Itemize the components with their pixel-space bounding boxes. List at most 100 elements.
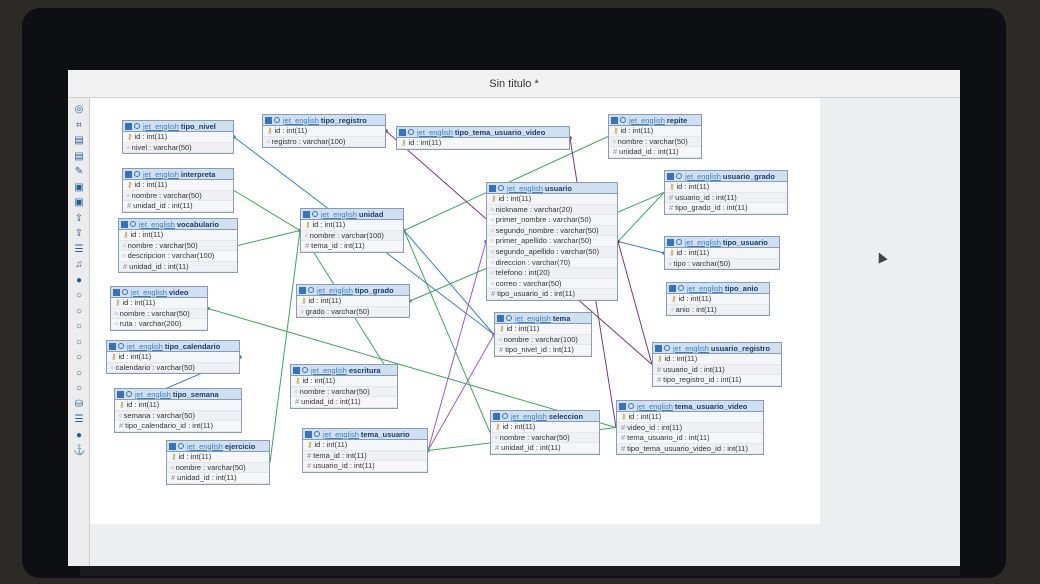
checkbox-icon[interactable] bbox=[121, 220, 128, 228]
checkbox-icon[interactable] bbox=[109, 342, 116, 350]
checkbox-icon[interactable] bbox=[667, 238, 674, 246]
view-icon[interactable] bbox=[134, 171, 140, 177]
circle-icon[interactable]: ○ bbox=[75, 383, 83, 394]
view-icon[interactable] bbox=[506, 315, 512, 321]
checkbox-icon[interactable] bbox=[265, 116, 272, 124]
view-icon[interactable] bbox=[118, 343, 124, 349]
circle-icon[interactable]: ○ bbox=[75, 336, 83, 348]
db-name[interactable]: jet_english bbox=[143, 169, 179, 179]
view-icon[interactable] bbox=[676, 173, 682, 179]
checkbox-icon[interactable] bbox=[113, 288, 120, 296]
checkbox-icon[interactable] bbox=[125, 170, 132, 178]
checkbox-icon[interactable] bbox=[489, 184, 496, 192]
checkbox-icon[interactable] bbox=[305, 430, 312, 438]
list-icon[interactable]: ☰ bbox=[74, 414, 84, 425]
view-icon[interactable] bbox=[664, 345, 670, 351]
db-name[interactable]: jet_english bbox=[321, 209, 357, 219]
db-name[interactable]: jet_english bbox=[135, 389, 171, 399]
db-name[interactable]: jet_english bbox=[629, 115, 665, 125]
view-icon[interactable] bbox=[498, 185, 504, 191]
table-icon[interactable]: ▤ bbox=[74, 135, 84, 146]
view-icon[interactable] bbox=[302, 367, 308, 373]
view-icon[interactable] bbox=[122, 289, 128, 295]
db-name[interactable]: jet_english bbox=[317, 285, 353, 295]
view-icon[interactable] bbox=[312, 211, 318, 217]
music-icon[interactable]: ♫ bbox=[75, 259, 83, 270]
edit-icon[interactable]: ✎ bbox=[74, 166, 84, 177]
export-icon[interactable]: ⇪ bbox=[74, 228, 84, 239]
view-icon[interactable] bbox=[274, 117, 280, 123]
db-name[interactable]: jet_english bbox=[507, 183, 543, 193]
circle-icon[interactable]: ○ bbox=[75, 321, 83, 332]
view-icon[interactable] bbox=[126, 391, 132, 397]
save-icon[interactable]: ▣ bbox=[74, 181, 84, 193]
db-icon[interactable]: ⛁ bbox=[74, 398, 84, 410]
view-icon[interactable] bbox=[620, 117, 626, 123]
view-icon[interactable] bbox=[130, 221, 136, 227]
db-name[interactable]: jet_english bbox=[143, 121, 179, 131]
view-icon[interactable] bbox=[314, 431, 320, 437]
checkbox-icon[interactable] bbox=[303, 210, 310, 218]
checkbox-icon[interactable] bbox=[117, 390, 124, 398]
view-icon[interactable] bbox=[308, 287, 314, 293]
db-name[interactable]: jet_english bbox=[139, 219, 175, 229]
checkbox-icon[interactable] bbox=[497, 314, 504, 322]
db-name[interactable]: jet_english bbox=[685, 171, 721, 181]
anchor-icon[interactable]: ⚓ bbox=[73, 445, 86, 456]
checkbox-icon[interactable] bbox=[293, 366, 300, 374]
circle-icon[interactable]: ○ bbox=[75, 352, 83, 363]
view-icon[interactable] bbox=[678, 285, 684, 291]
view-icon[interactable] bbox=[502, 413, 508, 419]
db-name[interactable]: jet_english bbox=[515, 313, 551, 323]
export-icon[interactable]: ⇪ bbox=[74, 212, 84, 224]
view-icon[interactable] bbox=[628, 403, 634, 409]
checkbox-icon[interactable] bbox=[125, 122, 132, 130]
view-icon[interactable] bbox=[408, 129, 414, 135]
db-name[interactable]: jet_english bbox=[311, 365, 347, 375]
grid-icon[interactable]: ⌗ bbox=[76, 119, 82, 131]
circle-icon[interactable]: ○ bbox=[75, 290, 83, 301]
db-name[interactable]: jet_english bbox=[685, 237, 721, 247]
db-name[interactable]: jet_english bbox=[187, 441, 223, 451]
checkbox-icon[interactable] bbox=[667, 172, 674, 180]
circle-icon[interactable]: ○ bbox=[75, 367, 83, 379]
circle-icon[interactable]: ● bbox=[75, 274, 83, 286]
db-name[interactable]: jet_english bbox=[673, 343, 709, 353]
db-name[interactable]: jet_english bbox=[283, 115, 319, 125]
view-icon[interactable] bbox=[178, 443, 184, 449]
db-name[interactable]: jet_english bbox=[687, 283, 723, 293]
